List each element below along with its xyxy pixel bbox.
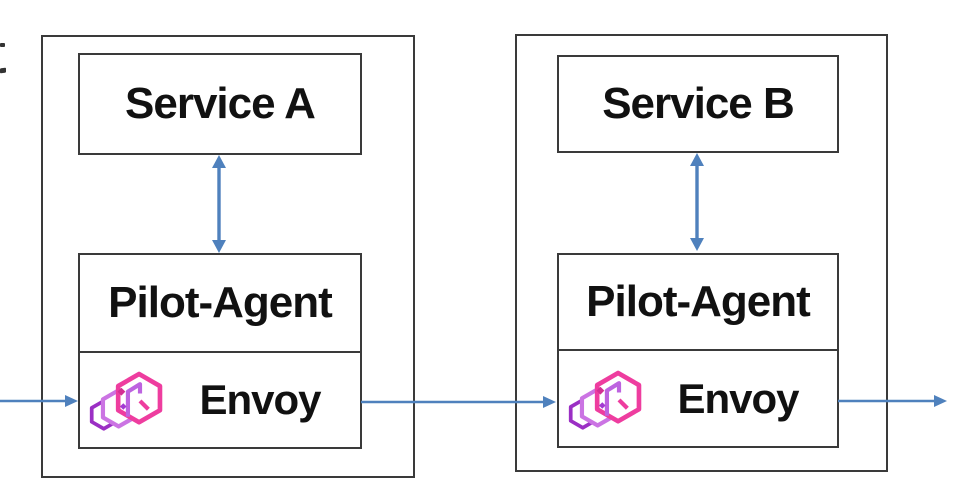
service-b-label: Service B [602,79,795,128]
clipped-glyph-fragment [0,43,5,47]
envoy-b-box: Envoy [559,351,837,446]
envoy-b-label: Envoy [677,374,799,422]
sidecar-b-stack: Pilot-Agent Envoy [557,253,839,448]
pilot-agent-a-box: Pilot-Agent [80,255,360,353]
clipped-glyph-fragment [0,67,6,74]
service-a-box: Service A [78,53,362,155]
envoy-logo-icon [567,360,645,438]
sidecar-a-stack: Pilot-Agent Envoy [78,253,362,449]
pilot-agent-b-label: Pilot-Agent [586,277,811,326]
envoy-a-label: Envoy [199,376,321,423]
envoy-a-box: Envoy [80,353,360,447]
service-b-box: Service B [557,55,839,153]
pilot-agent-b-box: Pilot-Agent [559,255,837,351]
envoy-logo-icon [88,361,166,439]
pilot-agent-a-label: Pilot-Agent [108,278,333,327]
service-a-label: Service A [125,79,316,128]
